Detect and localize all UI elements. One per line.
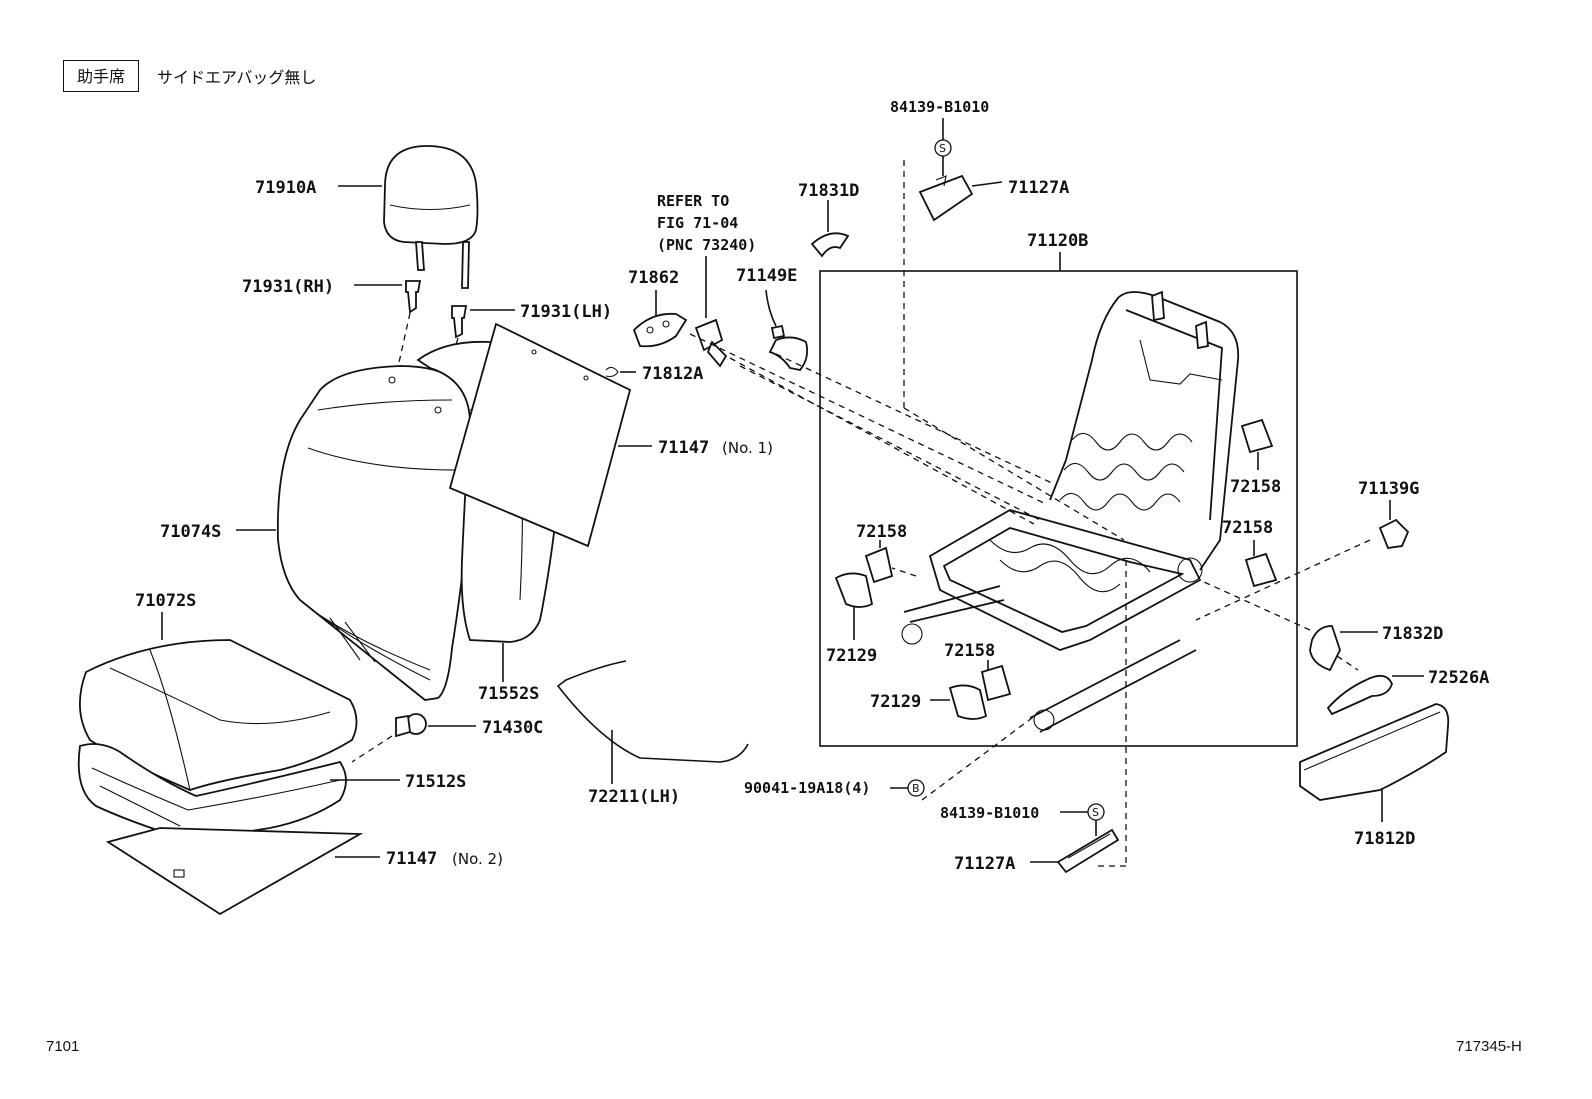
label-72158-a: 72158 [856,522,907,542]
lever-72526A-part [1326,674,1424,716]
clip-71139G-part [1378,500,1410,549]
clip-part [351,713,476,763]
seatback-cover-part [236,365,476,701]
seat-cushion-pad-part [77,743,400,841]
symbol-b: B [907,779,925,797]
page-code: 7101 [46,1038,80,1055]
label-71127A-top: 71127A [1008,178,1069,198]
label-72158-c: 72158 [1230,477,1281,497]
bracket-72158-c-part [1240,418,1274,470]
refer-line-1: REFER TO [657,192,729,210]
label-71931LH: 71931(LH) [520,302,612,322]
symbol-s-bot: S [1087,803,1105,821]
label-72129-a: 72129 [826,646,877,666]
seat-frame-part [901,290,1240,733]
symbol-s-top: S [934,139,952,157]
label-72158-d: 72158 [1222,518,1273,538]
shield-71812D-part [1299,703,1450,822]
label-71862: 71862 [628,268,679,288]
label-72129-b: 72129 [870,692,921,712]
label-71512S: 71512S [405,772,466,792]
label-72211LH: 72211(LH) [588,787,680,807]
label-71072S: 71072S [135,591,196,611]
label-71147-no2-suffix: (No. 2) [452,850,503,868]
label-71127A-bot: 71127A [954,854,1015,874]
label-72526A: 72526A [1428,668,1489,688]
label-71832D: 71832D [1382,624,1443,644]
cover-71832D-part [1309,625,1378,672]
bracket-72158-d-part [1244,540,1278,588]
label-71120B: 71120B [1027,231,1088,251]
seat-frame-box [819,270,1298,747]
headrest-guide-lh [446,305,515,377]
label-71147-no2: 71147 [386,849,437,869]
cushion-heater-sheet-part [105,827,380,916]
cover-72129-a-part [834,572,874,640]
label-84139-bot: 84139-B1010 [940,804,1039,822]
clip-71812A-part [605,366,636,378]
label-71430C: 71430C [482,718,543,738]
seatbelt-buckle-part [694,318,728,368]
bracket-72158-b-part [980,660,1012,702]
headrest-guide-rh [354,280,422,377]
label-90041: 90041-19A18(4) [744,779,870,797]
refer-line-3: (PNC 73240) [657,236,756,254]
label-71147-no1: 71147 [658,438,709,458]
seat-position-tag: 助手席 [63,60,139,92]
label-71139G: 71139G [1358,479,1419,499]
label-71149E: 71149E [736,266,797,286]
label-72158-b: 72158 [944,641,995,661]
bracket-71862-part [632,290,688,348]
label-71074S: 71074S [160,522,221,542]
label-71831D: 71831D [798,181,859,201]
refer-line-2: FIG 71-04 [657,214,738,232]
label-71931RH: 71931(RH) [242,277,334,297]
label-71147-no1-suffix: (No. 1) [722,439,773,457]
label-71910A: 71910A [255,178,316,198]
cover-71149E-part [765,289,809,371]
garnish-top-part [918,174,1003,222]
svg-text:B: B [912,782,920,795]
cover-72129-b-part [930,684,988,720]
svg-text:S: S [1092,806,1099,819]
seatback-heater-sheet-part [448,322,652,548]
airbag-note: サイドエアバッグ無し [157,68,317,87]
headrest-part [338,145,479,289]
label-71812A: 71812A [642,364,703,384]
label-71812D: 71812D [1354,829,1415,849]
wire-part [556,660,749,784]
seat-cushion-cover-part [78,612,358,791]
cover-71831D-part [810,200,850,258]
svg-text:S: S [939,142,946,155]
bracket-72158-a-part [864,540,894,584]
label-84139-top: 84139-B1010 [890,98,989,116]
label-71552S: 71552S [478,684,539,704]
illustration-number: 717345-H [1456,1038,1522,1055]
garnish-bottom-part [1030,828,1120,874]
